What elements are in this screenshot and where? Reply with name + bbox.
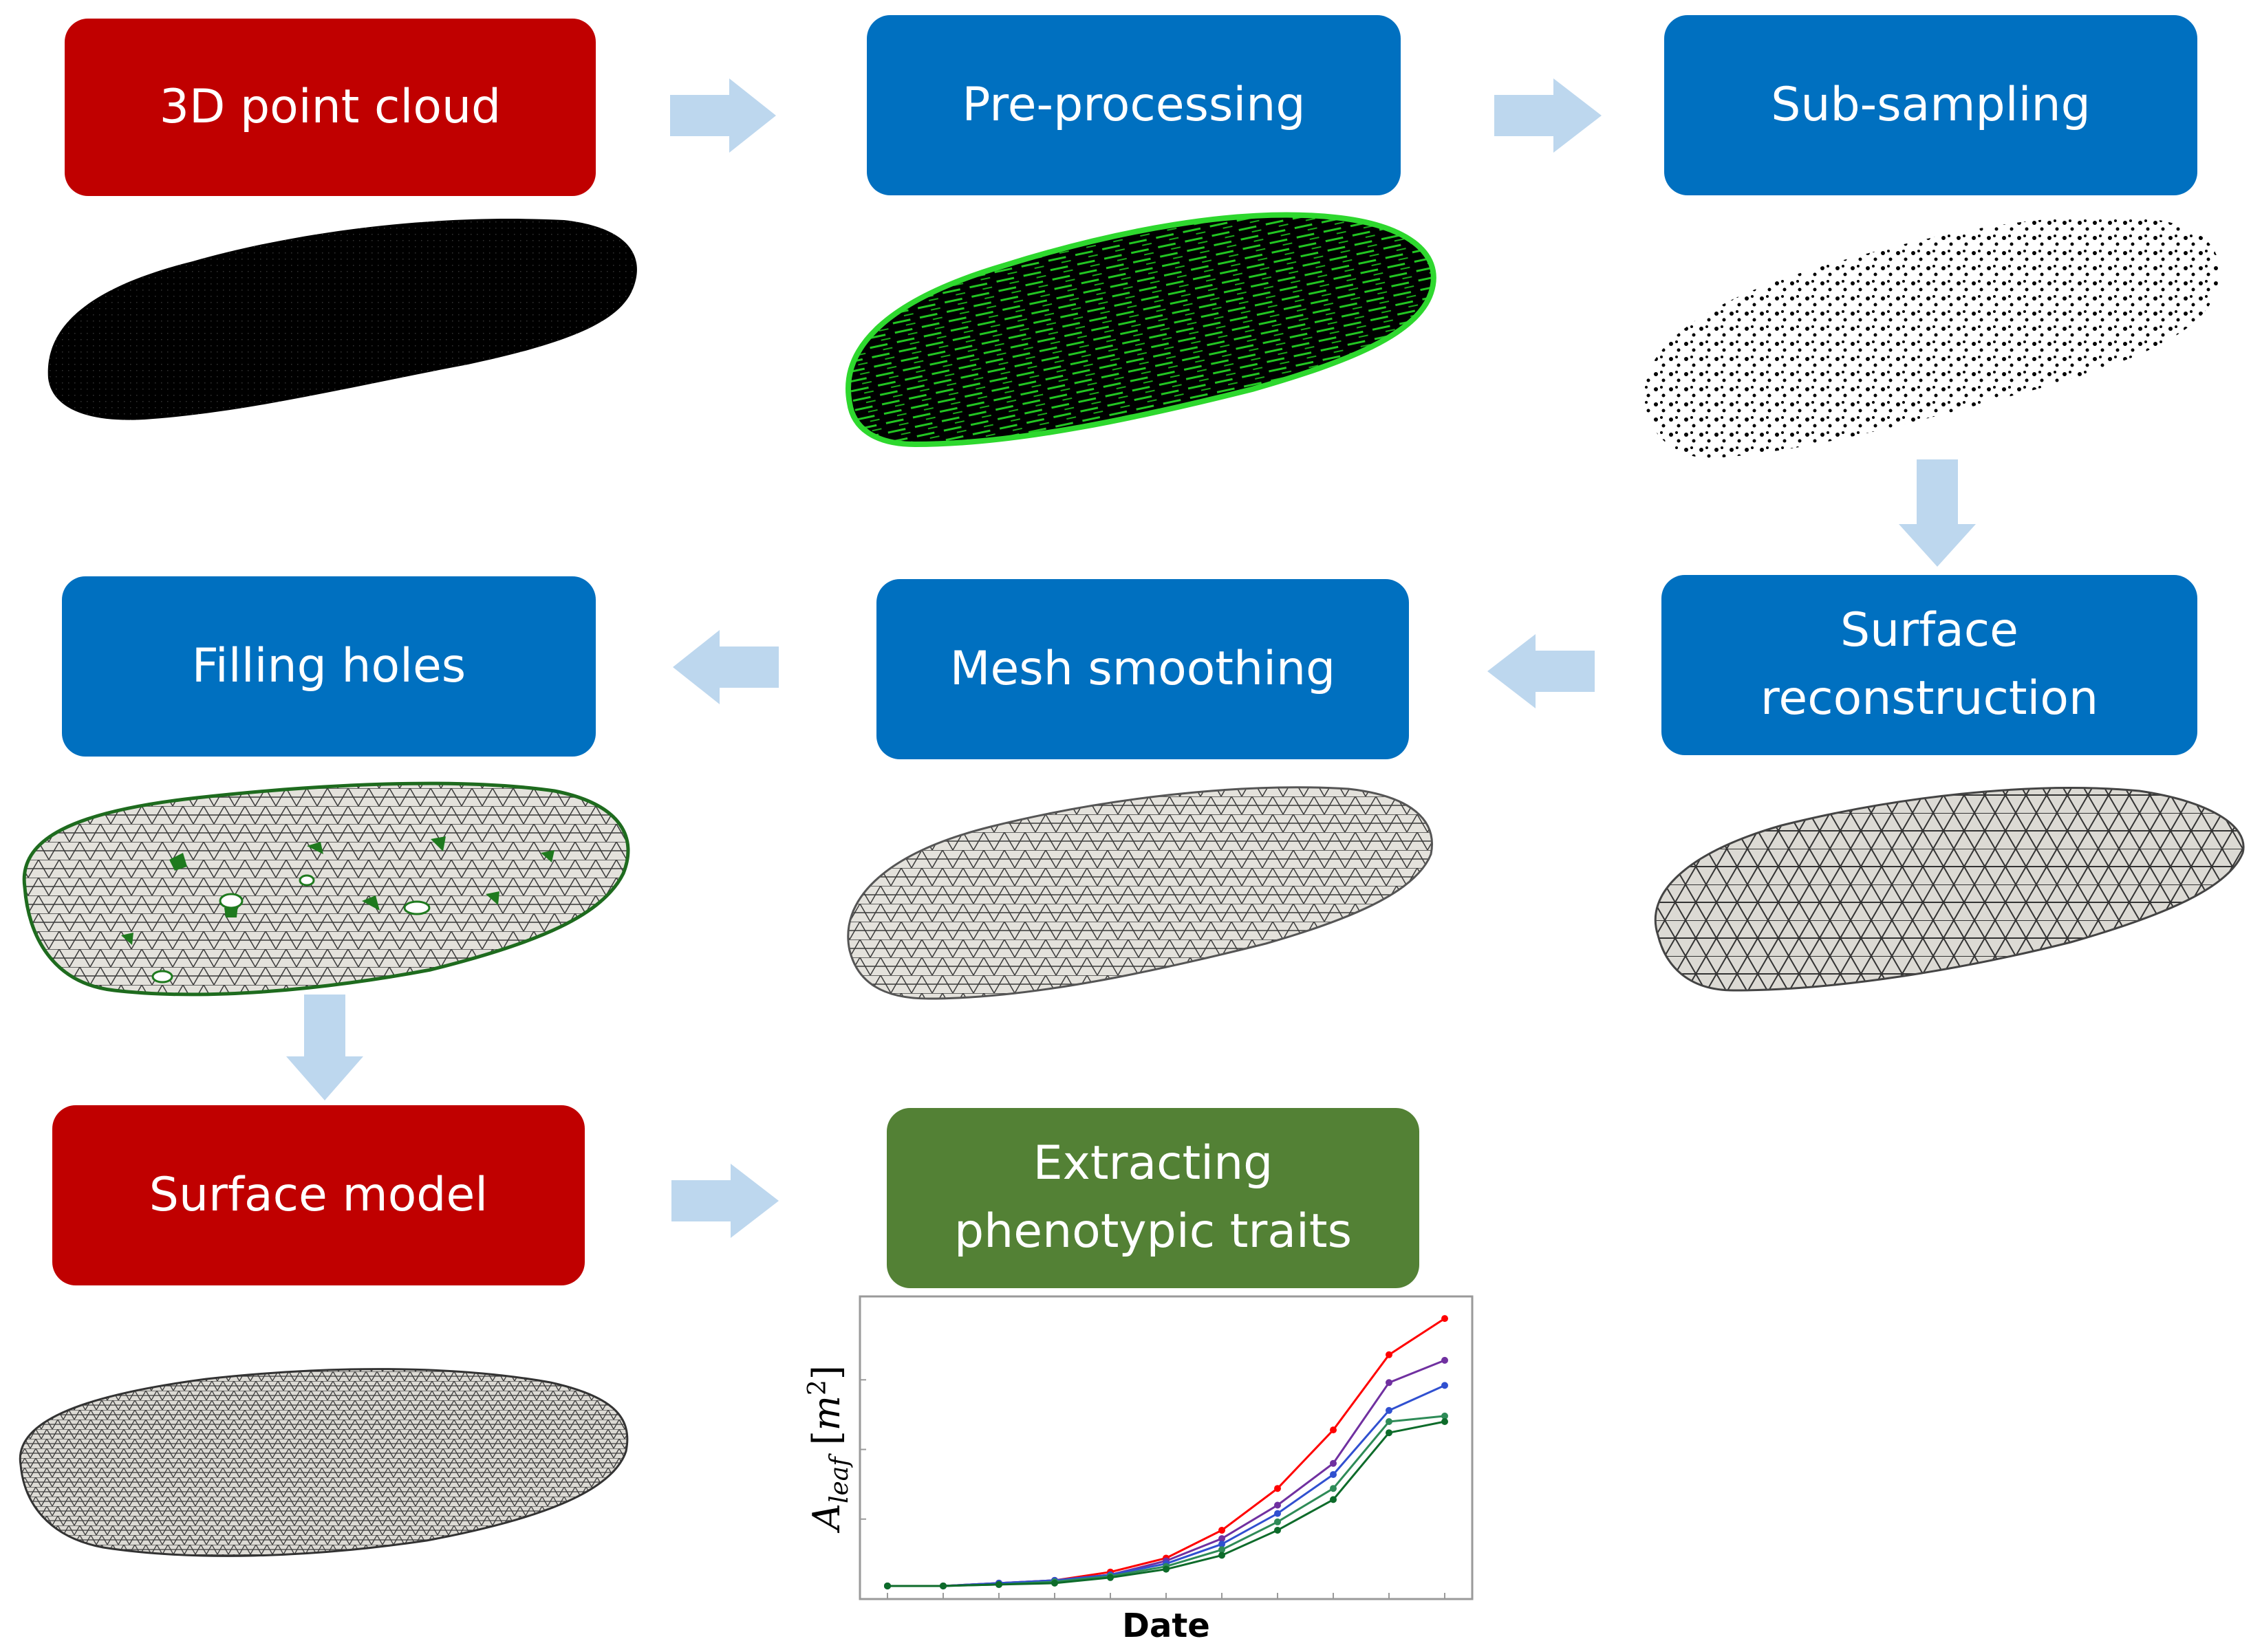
series-4-point: [1218, 1546, 1225, 1554]
leaf-smoothed-mesh-image: [847, 786, 1433, 1000]
series-5-point: [1051, 1579, 1058, 1587]
step-surface-model-label: Surface model: [149, 1167, 488, 1222]
arrow-left-icon: [673, 630, 779, 704]
step-preprocessing-label: Pre-processing: [962, 77, 1306, 132]
step-point-cloud-label: 3D point cloud: [159, 79, 502, 134]
leaf-reconstructed-mesh-image: [1654, 787, 2245, 992]
series-5-point: [1218, 1552, 1225, 1559]
step-surface-reconstruction-line-1: Surface: [1840, 603, 2019, 658]
series-5-point: [1107, 1574, 1114, 1581]
series-4-point: [1274, 1518, 1281, 1525]
step-extracting-traits-line-2: phenotypic traits: [954, 1204, 1353, 1259]
series-5-point: [1441, 1418, 1448, 1425]
step-extracting-traits: Extracting phenotypic traits: [887, 1108, 1419, 1288]
step-subsampling: Sub-sampling: [1664, 15, 2197, 195]
series-5-point: [1386, 1429, 1392, 1437]
arrow-left-icon: [1487, 634, 1595, 708]
step-surface-reconstruction: Surface reconstruction: [1661, 575, 2197, 755]
series-2-point: [1386, 1379, 1392, 1387]
arrow-right-icon: [670, 78, 776, 153]
series-5-point: [1163, 1565, 1170, 1573]
arrow-down-icon: [1899, 459, 1976, 567]
step-preprocessing: Pre-processing: [867, 15, 1401, 195]
chart-y-axis-label: Aleaf [m2]: [804, 1365, 854, 1534]
series-1-point: [1441, 1315, 1448, 1323]
series-1-point: [1274, 1485, 1281, 1492]
series-5-point: [995, 1580, 1002, 1588]
series-1-point: [1330, 1426, 1337, 1434]
step-subsampling-label: Sub-sampling: [1771, 77, 2091, 132]
step-surface-reconstruction-line-2: reconstruction: [1760, 671, 2099, 726]
series-3-point: [1274, 1510, 1281, 1517]
series-2-point: [1218, 1535, 1225, 1543]
arrow-right-icon: [1494, 78, 1602, 153]
leaf-preprocessed-image: [846, 212, 1436, 448]
series-4-point: [1386, 1418, 1392, 1425]
series-2-point: [1274, 1501, 1281, 1509]
step-point-cloud: 3D point cloud: [65, 19, 596, 196]
series-5-point: [884, 1582, 891, 1589]
step-mesh-smoothing: Mesh smoothing: [876, 579, 1409, 759]
series-3-point: [1330, 1470, 1337, 1478]
arrow-right-icon: [671, 1164, 779, 1238]
leaf-subsampled-image: [1644, 216, 2219, 459]
series-4-point: [1441, 1412, 1448, 1420]
step-filling-holes: Filling holes: [62, 576, 596, 757]
series-5-point: [940, 1582, 947, 1589]
series-1-point: [1218, 1526, 1225, 1534]
chart-plot-area: [859, 1295, 1474, 1600]
step-filling-holes-label: Filling holes: [191, 638, 466, 693]
series-3-point: [1218, 1541, 1225, 1548]
leaf-filled-holes-image: [22, 781, 630, 997]
series-1-point: [1386, 1351, 1392, 1358]
series-5-point: [1274, 1526, 1281, 1534]
leaf-point-cloud-image: [47, 219, 637, 420]
arrow-down-icon: [286, 995, 363, 1100]
step-extracting-traits-line-1: Extracting: [1033, 1136, 1273, 1191]
series-3-point: [1386, 1406, 1392, 1414]
series-3-point: [1441, 1382, 1448, 1389]
step-mesh-smoothing-label: Mesh smoothing: [949, 641, 1336, 696]
series-2-point: [1330, 1459, 1337, 1467]
chart-x-axis-label: Date: [1122, 1607, 1210, 1645]
step-surface-model: Surface model: [52, 1105, 585, 1285]
series-5-point: [1330, 1496, 1337, 1503]
series-2-point: [1441, 1356, 1448, 1364]
svg-text:Aleaf [m2]: Aleaf [m2]: [804, 1365, 854, 1534]
leaf-surface-model-image: [19, 1368, 629, 1557]
leaf-area-chart: Date Aleaf [m2]: [791, 1286, 1479, 1651]
series-4-point: [1330, 1485, 1337, 1492]
